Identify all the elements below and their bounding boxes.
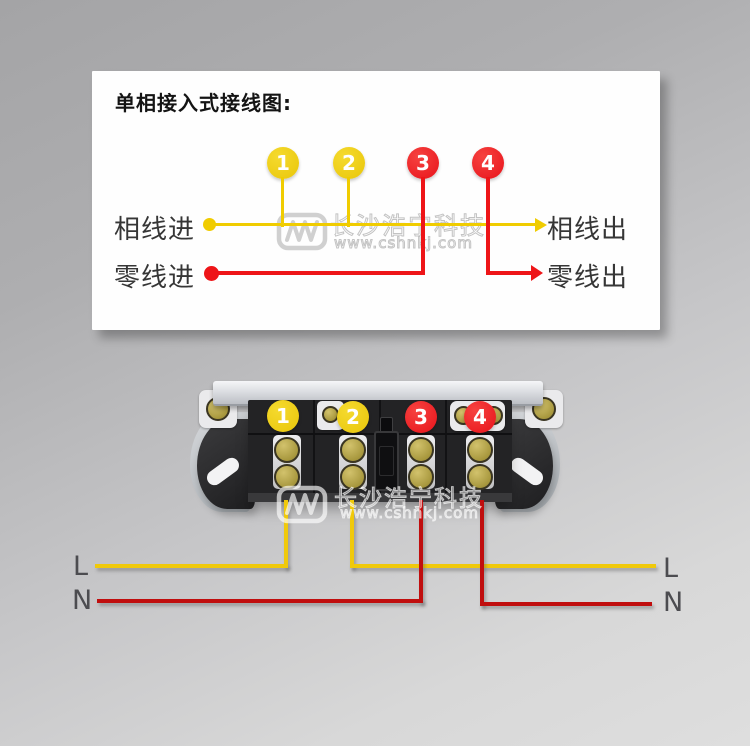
terminal-screw-icon <box>467 464 493 490</box>
neutral-label-left: N <box>72 585 93 616</box>
neutral-in-line <box>211 271 425 275</box>
block-terminal-4-badge: 4 <box>464 401 496 433</box>
live-label-left: L <box>73 551 89 582</box>
watermark-company: 长沙浩宁科技 <box>330 212 486 241</box>
schematic-title: 单相接入式接线图: <box>115 91 292 115</box>
schematic-terminal-2-badge: 2 <box>333 147 365 179</box>
terminal-screw-icon <box>274 437 300 463</box>
terminal-divider <box>313 400 315 502</box>
cable-neutral-right <box>480 602 652 606</box>
live-label-right: L <box>663 553 679 584</box>
schematic-terminal-1-badge: 1 <box>267 147 299 179</box>
cable-live-right <box>350 564 656 568</box>
neutral-in-dot <box>204 266 219 281</box>
terminal-screw-icon <box>340 464 366 490</box>
neutral-drop-wire-3 <box>421 177 425 275</box>
neutral-out-label: 零线出 <box>547 263 629 293</box>
cable-phase-1-vertical <box>284 500 288 568</box>
terminal-screw-icon <box>340 437 366 463</box>
phase-in-label: 相线进 <box>114 215 196 245</box>
neutral-drop-wire-4 <box>486 177 490 273</box>
phase-out-label: 相线出 <box>547 215 629 245</box>
phase-line <box>210 223 538 226</box>
block-bottom-strip <box>248 493 512 502</box>
cable-phase-2-vertical <box>350 500 354 568</box>
block-terminal-2-badge: 2 <box>337 401 369 433</box>
cable-neutral-4-vertical <box>480 500 484 606</box>
terminal-screw-icon <box>408 437 434 463</box>
seal-latch-body <box>374 431 399 491</box>
block-terminal-1-badge: 1 <box>267 400 299 432</box>
neutral-out-line <box>486 271 532 275</box>
terminal-screw-icon <box>408 464 434 490</box>
watermark-website: www.cshnkj.com <box>340 504 479 523</box>
watermark-logo-icon <box>276 485 328 524</box>
watermark-company: 长沙浩宁科技 <box>334 486 484 513</box>
terminal-screw-icon <box>467 437 493 463</box>
phase-drop-wire-1 <box>281 177 284 227</box>
phase-in-dot <box>203 218 216 231</box>
cable-live-left <box>95 564 288 568</box>
schematic-panel <box>92 71 660 330</box>
watermark-website: www.cshnkj.com <box>334 234 473 253</box>
neutral-label-right: N <box>663 587 684 618</box>
phase-out-arrow-icon <box>535 218 547 232</box>
neutral-in-label: 零线进 <box>114 263 196 293</box>
neutral-out-arrow-icon <box>531 265 543 281</box>
cable-neutral-left <box>97 599 423 603</box>
phase-drop-wire-2 <box>347 177 350 227</box>
schematic-terminal-3-badge: 3 <box>407 147 439 179</box>
schematic-terminal-4-badge: 4 <box>472 147 504 179</box>
seal-latch-detail <box>379 446 394 476</box>
block-terminal-3-badge: 3 <box>405 401 437 433</box>
terminal-divider <box>445 400 447 502</box>
cable-neutral-3-vertical <box>419 500 423 603</box>
